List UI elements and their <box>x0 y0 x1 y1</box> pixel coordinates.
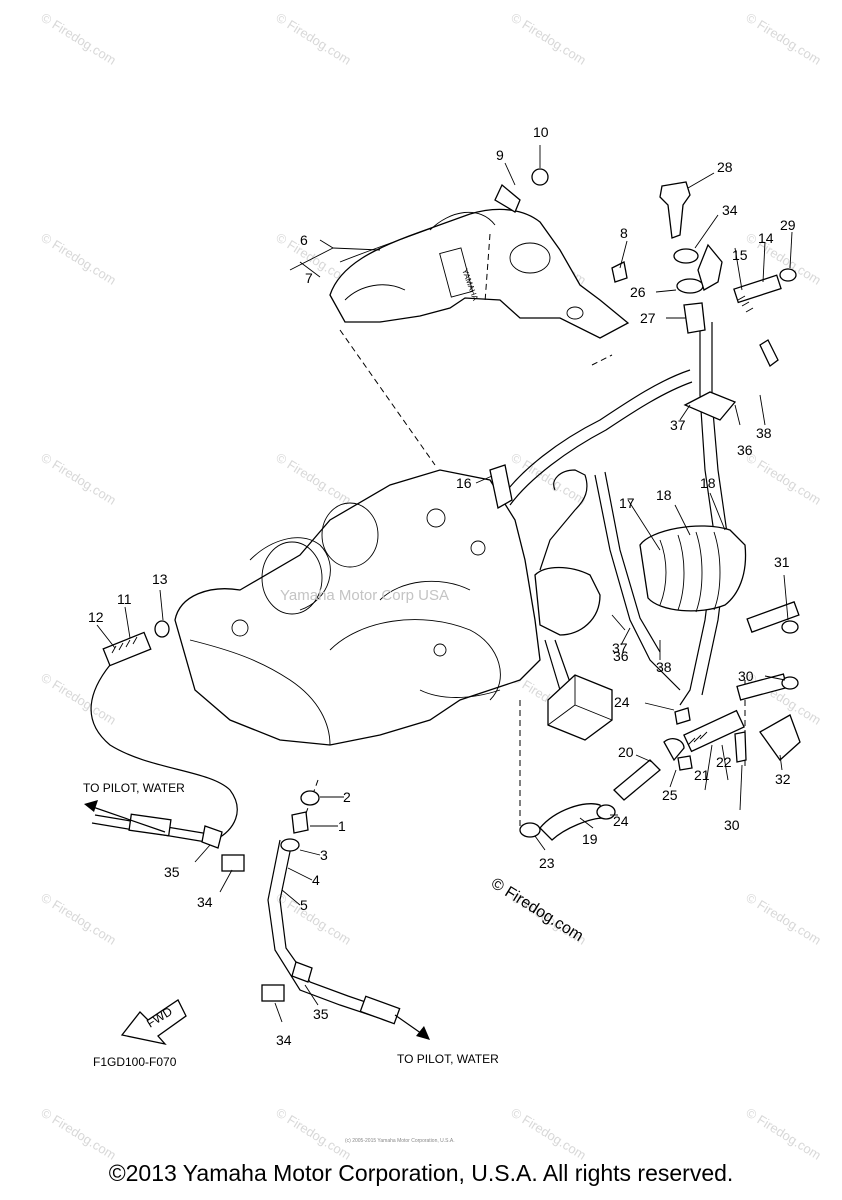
callout-3: 3 <box>320 847 328 863</box>
callout-11: 11 <box>117 591 132 607</box>
callout-36-mid: 36 <box>613 648 629 664</box>
watermark-text: © Firedog.com <box>743 1105 823 1163</box>
callout-35-upper: 35 <box>164 864 180 880</box>
callout-34-upper: 34 <box>197 894 213 910</box>
callout-24-bottom: 25 <box>662 787 678 803</box>
watermark-text: © Firedog.com <box>273 450 353 508</box>
watermark-text: © Firedog.com <box>38 670 118 728</box>
watermark-text: © Firedog.com <box>743 10 823 68</box>
callout-20: 23 <box>539 855 555 871</box>
callout-6: 6 <box>300 232 308 248</box>
watermark-text: © Firedog.com <box>273 1105 353 1163</box>
filler-assembly <box>489 168 797 510</box>
left-pilot-hose <box>90 620 401 1025</box>
watermark-text: © Firedog.com <box>38 1105 118 1163</box>
callout-36-top: 36 <box>737 442 753 458</box>
callout-14: 14 <box>758 230 774 246</box>
callout-37-mid: 37 <box>612 640 628 656</box>
copyright-notice: ©2013 Yamaha Motor Corporation, U.S.A. A… <box>108 1160 734 1186</box>
watermark-text: © Firedog.com <box>273 10 353 68</box>
watermark-text: © Firedog.com <box>508 1105 588 1163</box>
callout-35-lower: 35 <box>313 1006 329 1022</box>
callout-21: 20 <box>618 744 634 760</box>
callout-38-mid: 38 <box>656 659 672 675</box>
callout-26: 26 <box>630 284 646 300</box>
callout-15: 15 <box>732 247 748 263</box>
callout-30-mid: 30 <box>738 668 754 684</box>
callout-9: 9 <box>496 147 504 163</box>
watermark-text: © Firedog.com <box>743 450 823 508</box>
watermark-text: © Firedog.com <box>38 230 118 288</box>
callout-24-top: 24 <box>614 694 630 710</box>
fine-print: (c) 2005-2015 Yamaha Motor Corporation, … <box>345 1138 455 1144</box>
callout-23: 22 <box>716 754 732 770</box>
callout-19: 19 <box>582 831 598 847</box>
watermark-text: © Firedog.com <box>508 10 588 68</box>
callout-27: 27 <box>640 310 656 326</box>
to-pilot-upper: TO PILOT, WATER <box>83 781 185 795</box>
callout-22: 21 <box>694 767 710 783</box>
brand-mark: © Firedog.com <box>488 875 586 945</box>
leader-lines <box>96 145 793 1023</box>
callout-13: 13 <box>152 571 168 587</box>
callout-17: 18 <box>656 487 672 503</box>
callout-33: 34 <box>722 202 738 218</box>
callout-10: 10 <box>533 124 549 140</box>
callout-25: 24 <box>613 813 629 829</box>
callout-18-left: 17 <box>619 495 635 511</box>
jet-pump-assembly <box>174 469 541 746</box>
callout-28: 28 <box>717 159 733 175</box>
engine-cover <box>329 208 630 339</box>
callout-4: 4 <box>312 872 320 888</box>
callout-30-top: 29 <box>780 217 796 233</box>
diagram-code: F1GD100-F070 <box>93 1055 177 1069</box>
watermark-text: © Firedog.com <box>743 890 823 948</box>
watermark-text: © Firedog.com <box>508 450 588 508</box>
callout-5: 5 <box>300 897 308 913</box>
callout-1: 1 <box>338 818 346 834</box>
watermark-text: © Firedog.com <box>38 450 118 508</box>
to-pilot-lower: TO PILOT, WATER <box>397 1052 499 1066</box>
callout-32: 32 <box>775 771 791 787</box>
callout-29: 30 <box>724 817 740 833</box>
callout-31: 31 <box>774 554 790 570</box>
callout-18-right: 18 <box>700 475 716 491</box>
callout-8: 8 <box>620 225 628 241</box>
watermark-text: © Firedog.com <box>38 10 118 68</box>
callout-34-lower: 34 <box>276 1032 292 1048</box>
intake-bellows <box>534 525 747 636</box>
callout-7: 7 <box>305 270 313 286</box>
battery-box <box>547 674 613 741</box>
callout-labels: 10 9 28 34 8 6 7 14 29 15 26 27 38 37 36… <box>83 124 796 1144</box>
center-watermark: Yamaha Motor Corp USA <box>280 587 449 604</box>
watermark-text: © Firedog.com <box>38 890 118 948</box>
callout-37-top: 37 <box>670 417 686 433</box>
callout-2: 2 <box>343 789 351 805</box>
callout-12: 12 <box>88 609 104 625</box>
callout-16: 16 <box>456 475 472 491</box>
callout-38-top: 38 <box>756 425 772 441</box>
fwd-arrow-icon: FWD <box>120 999 187 1046</box>
pilot-arrows <box>84 800 430 1040</box>
right-lower-parts <box>519 601 801 841</box>
